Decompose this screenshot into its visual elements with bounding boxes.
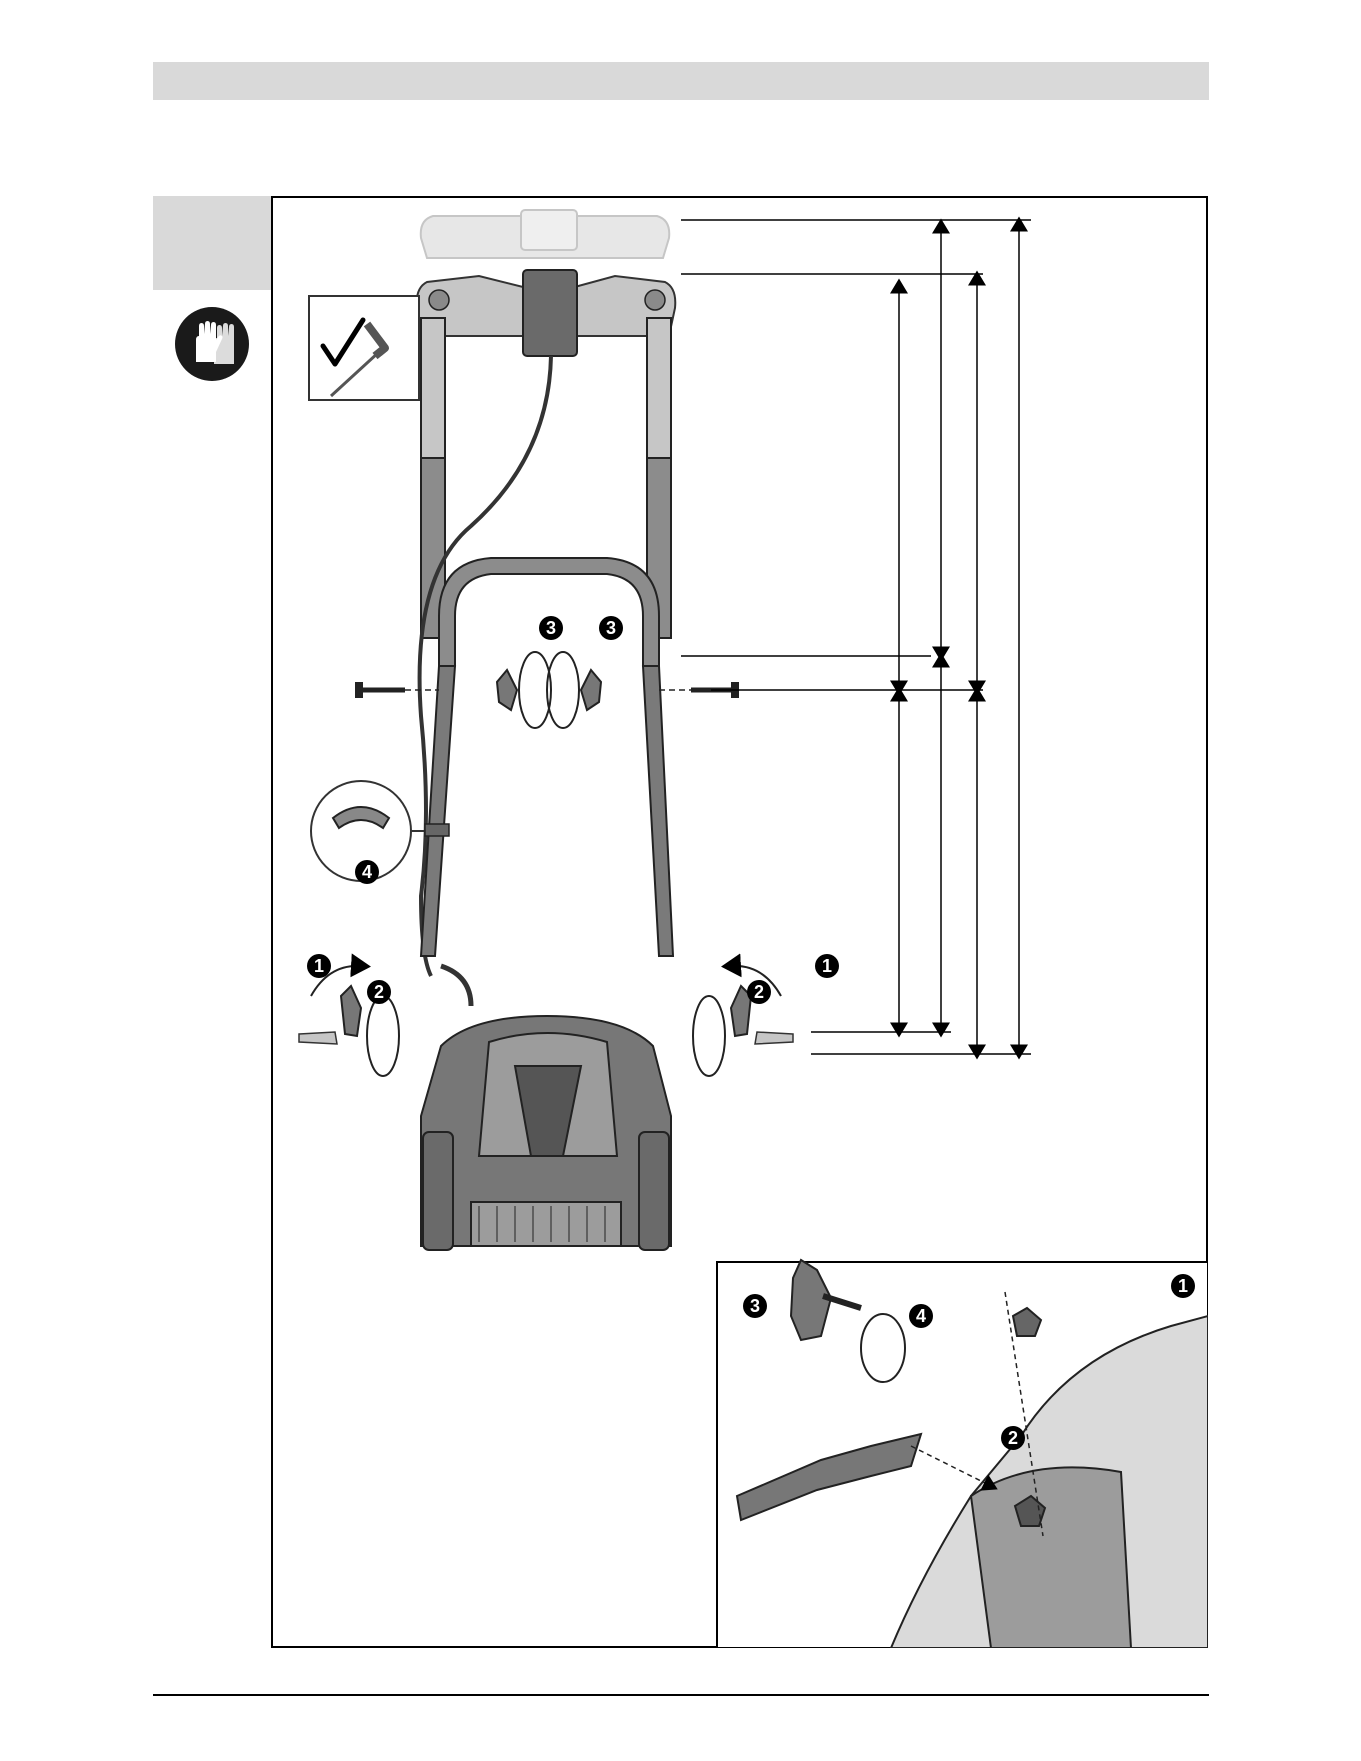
svg-text:4: 4 [362,862,372,882]
inset-step-marker-2: 2 [1001,1426,1025,1450]
step-marker-2-left: 2 [367,980,391,1004]
svg-text:1: 1 [822,956,832,976]
svg-text:1: 1 [314,956,324,976]
svg-text:2: 2 [374,982,384,1002]
footer-rule [153,1694,1209,1696]
mower-body [421,1016,671,1250]
power-cable-end [441,966,471,1006]
step-marker-3-right: 3 [599,616,623,640]
svg-text:4: 4 [916,1306,926,1326]
svg-text:2: 2 [754,982,764,1002]
inset-step-marker-1: 1 [1171,1274,1195,1298]
middle-knobs [497,652,601,728]
check-callout [309,296,419,400]
inset-step-marker-3: 3 [743,1294,767,1318]
svg-text:3: 3 [546,618,556,638]
step-marker-3-left: 3 [539,616,563,640]
handle-upper-position [421,210,670,258]
gloves-icon [174,306,250,382]
step-marker-1-right: 1 [815,954,839,978]
step-marker-2-right: 2 [747,980,771,1004]
detail-inset: 3 4 1 2 [717,1260,1208,1648]
header-bar [153,62,1209,100]
inset-step-marker-4: 4 [909,1304,933,1328]
step-marker-1-left: 1 [307,954,331,978]
step-marker-4: 4 [355,860,379,884]
svg-text:2: 2 [1008,1428,1018,1448]
svg-text:1: 1 [1178,1276,1188,1296]
assembly-illustration: 3 3 4 1 2 2 1 3 [271,196,1208,1648]
svg-text:3: 3 [606,618,616,638]
side-tab [153,196,271,290]
dimension-lines [681,220,1031,1054]
svg-text:3: 3 [750,1296,760,1316]
